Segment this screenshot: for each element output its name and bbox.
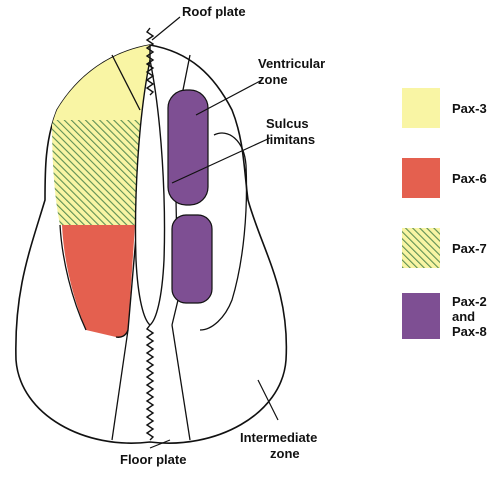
pax2-pax8-region-ventral (171, 214, 213, 304)
intermediate-zone-label-line2: zone (270, 446, 300, 461)
legend-label-3-2: Pax-8 (452, 324, 487, 339)
sulcus-limitans-leader (171, 137, 271, 184)
roof-plate-leader (151, 16, 181, 41)
pax2-pax8-region-dorsal (167, 89, 209, 206)
roof-plate-label: Roof plate (182, 4, 246, 19)
legend-swatch-1 (402, 158, 440, 198)
mantle-outer-line-right (199, 132, 248, 331)
legend-label-3-1: and (452, 309, 475, 324)
sulcus-limitans-label-line1: Sulcus (266, 116, 309, 131)
ventricular-zone-label-line2: zone (258, 72, 288, 87)
mantle-inner-line-left (111, 54, 141, 111)
pax3-region (52, 45, 150, 120)
legend-label-3-0: Pax-2 (452, 294, 487, 309)
intermediate-zone-leader (257, 379, 279, 421)
legend-swatch-2 (402, 228, 440, 268)
floor-plate-leader (149, 439, 171, 449)
callout-labels: Roof plate Ventricular zone Sulcus limit… (120, 4, 325, 467)
intermediate-zone-label-line1: Intermediate (240, 430, 317, 445)
floor-plate-label: Floor plate (120, 452, 186, 467)
roof-plate-seam (145, 27, 155, 96)
legend-label-1-0: Pax-6 (452, 171, 487, 186)
legend-label-0-0: Pax-3 (452, 101, 487, 116)
legend-swatch-0 (402, 88, 440, 128)
pax6-region (62, 225, 135, 338)
mantle-outer-line-left (59, 224, 87, 331)
floor-plate-lines (111, 324, 191, 441)
ventricular-zone-leader (195, 79, 263, 116)
callout-lines (149, 16, 279, 449)
ventricular-zone-label-line1: Ventricular (258, 56, 325, 71)
sulcus-limitans-label-line2: limitans (266, 132, 315, 147)
legend-swatch-3 (402, 293, 440, 339)
neural-tube (15, 27, 288, 444)
floor-plate-seam (145, 324, 155, 441)
pax3-pax7-overlap-region (52, 120, 150, 225)
legend-label-2-0: Pax-7 (452, 241, 487, 256)
